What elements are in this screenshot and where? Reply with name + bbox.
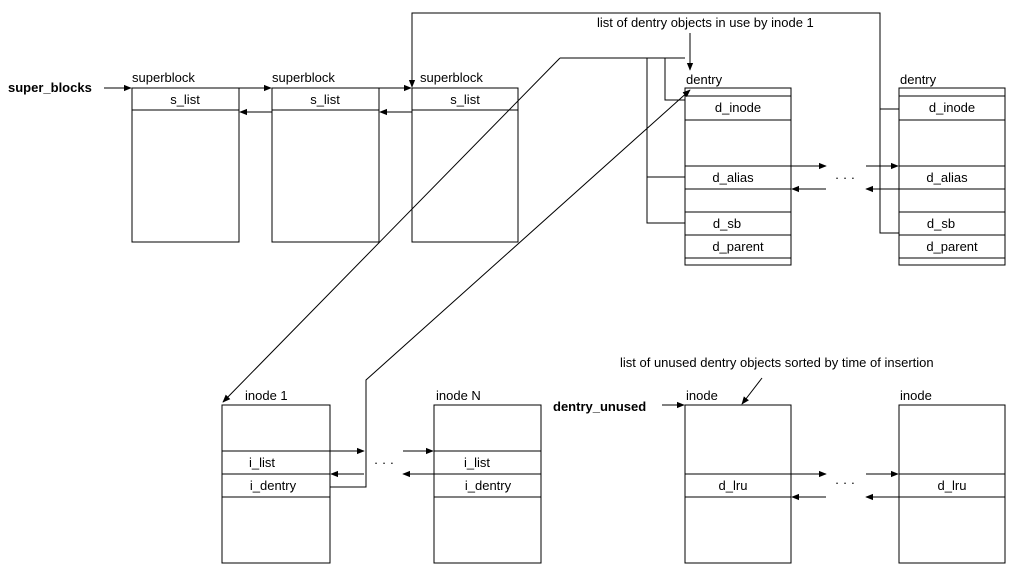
dentry-unused-label: dentry_unused [553,399,646,414]
inode-title: inode N [436,388,481,403]
ellipsis: · · · [835,475,855,490]
ellipsis: · · · [374,455,394,470]
i-dentry-field: i_dentry [465,478,512,493]
unused-entry-2: inode d_lru [898,388,1006,564]
i-list-field: i_list [464,455,490,470]
inode-title: inode 1 [245,388,288,403]
d-lru-field: d_lru [938,478,967,493]
superblock-2: superblock s_list [271,70,380,243]
unused-entry-title: inode [900,388,932,403]
dentry-title: dentry [686,72,723,87]
d-parent-field: d_parent [926,239,978,254]
i-list-field: i_list [249,455,275,470]
unused-note: list of unused dentry objects sorted by … [620,355,934,370]
dentry-title: dentry [900,72,937,87]
dentry-1-bracket-inner [664,58,685,101]
d-sb-field: d_sb [927,216,955,231]
inode-n: inode N i_list i_dentry [433,388,542,564]
unused-entry-1: inode d_lru [684,388,792,564]
unused-note-arrow [741,377,763,405]
d-sb-bracket [879,109,899,234]
d-inode-field: d_inode [715,100,761,115]
dentry-1: dentry d_inode d_alias d_sb d_parent [684,72,792,266]
superblock-title: superblock [132,70,195,85]
d-sb-field: d_sb [713,216,741,231]
d-inode-field: d_inode [929,100,975,115]
ellipsis: · · · [835,170,855,185]
superblock-3: superblock s_list [411,70,519,243]
inode-1: inode 1 i_list i_dentry [221,388,331,564]
d-alias-field: d_alias [712,170,754,185]
super-blocks-label: super_blocks [8,80,92,95]
dentry-1-bracket-outer [646,58,685,224]
inuse-note: list of dentry objects in use by inode 1 [597,15,814,30]
s-list-field: s_list [170,92,200,107]
i-dentry-field: i_dentry [250,478,297,493]
unused-entry-title: inode [686,388,718,403]
d-lru-field: d_lru [719,478,748,493]
dentry-2: dentry d_inode d_alias d_sb d_parent [898,72,1006,266]
i-dentry-to-dentry-arrow [330,89,691,488]
d-alias-field: d_alias [926,170,968,185]
d-inode-to-inode-1-arrow [222,57,561,403]
d-parent-field: d_parent [712,239,764,254]
s-list-field: s_list [310,92,340,107]
superblock-title: superblock [272,70,335,85]
s-list-field: s_list [450,92,480,107]
d-sb-to-superblock-link [408,12,899,110]
superblock-title: superblock [420,70,483,85]
superblock-1: superblock s_list [131,70,240,243]
